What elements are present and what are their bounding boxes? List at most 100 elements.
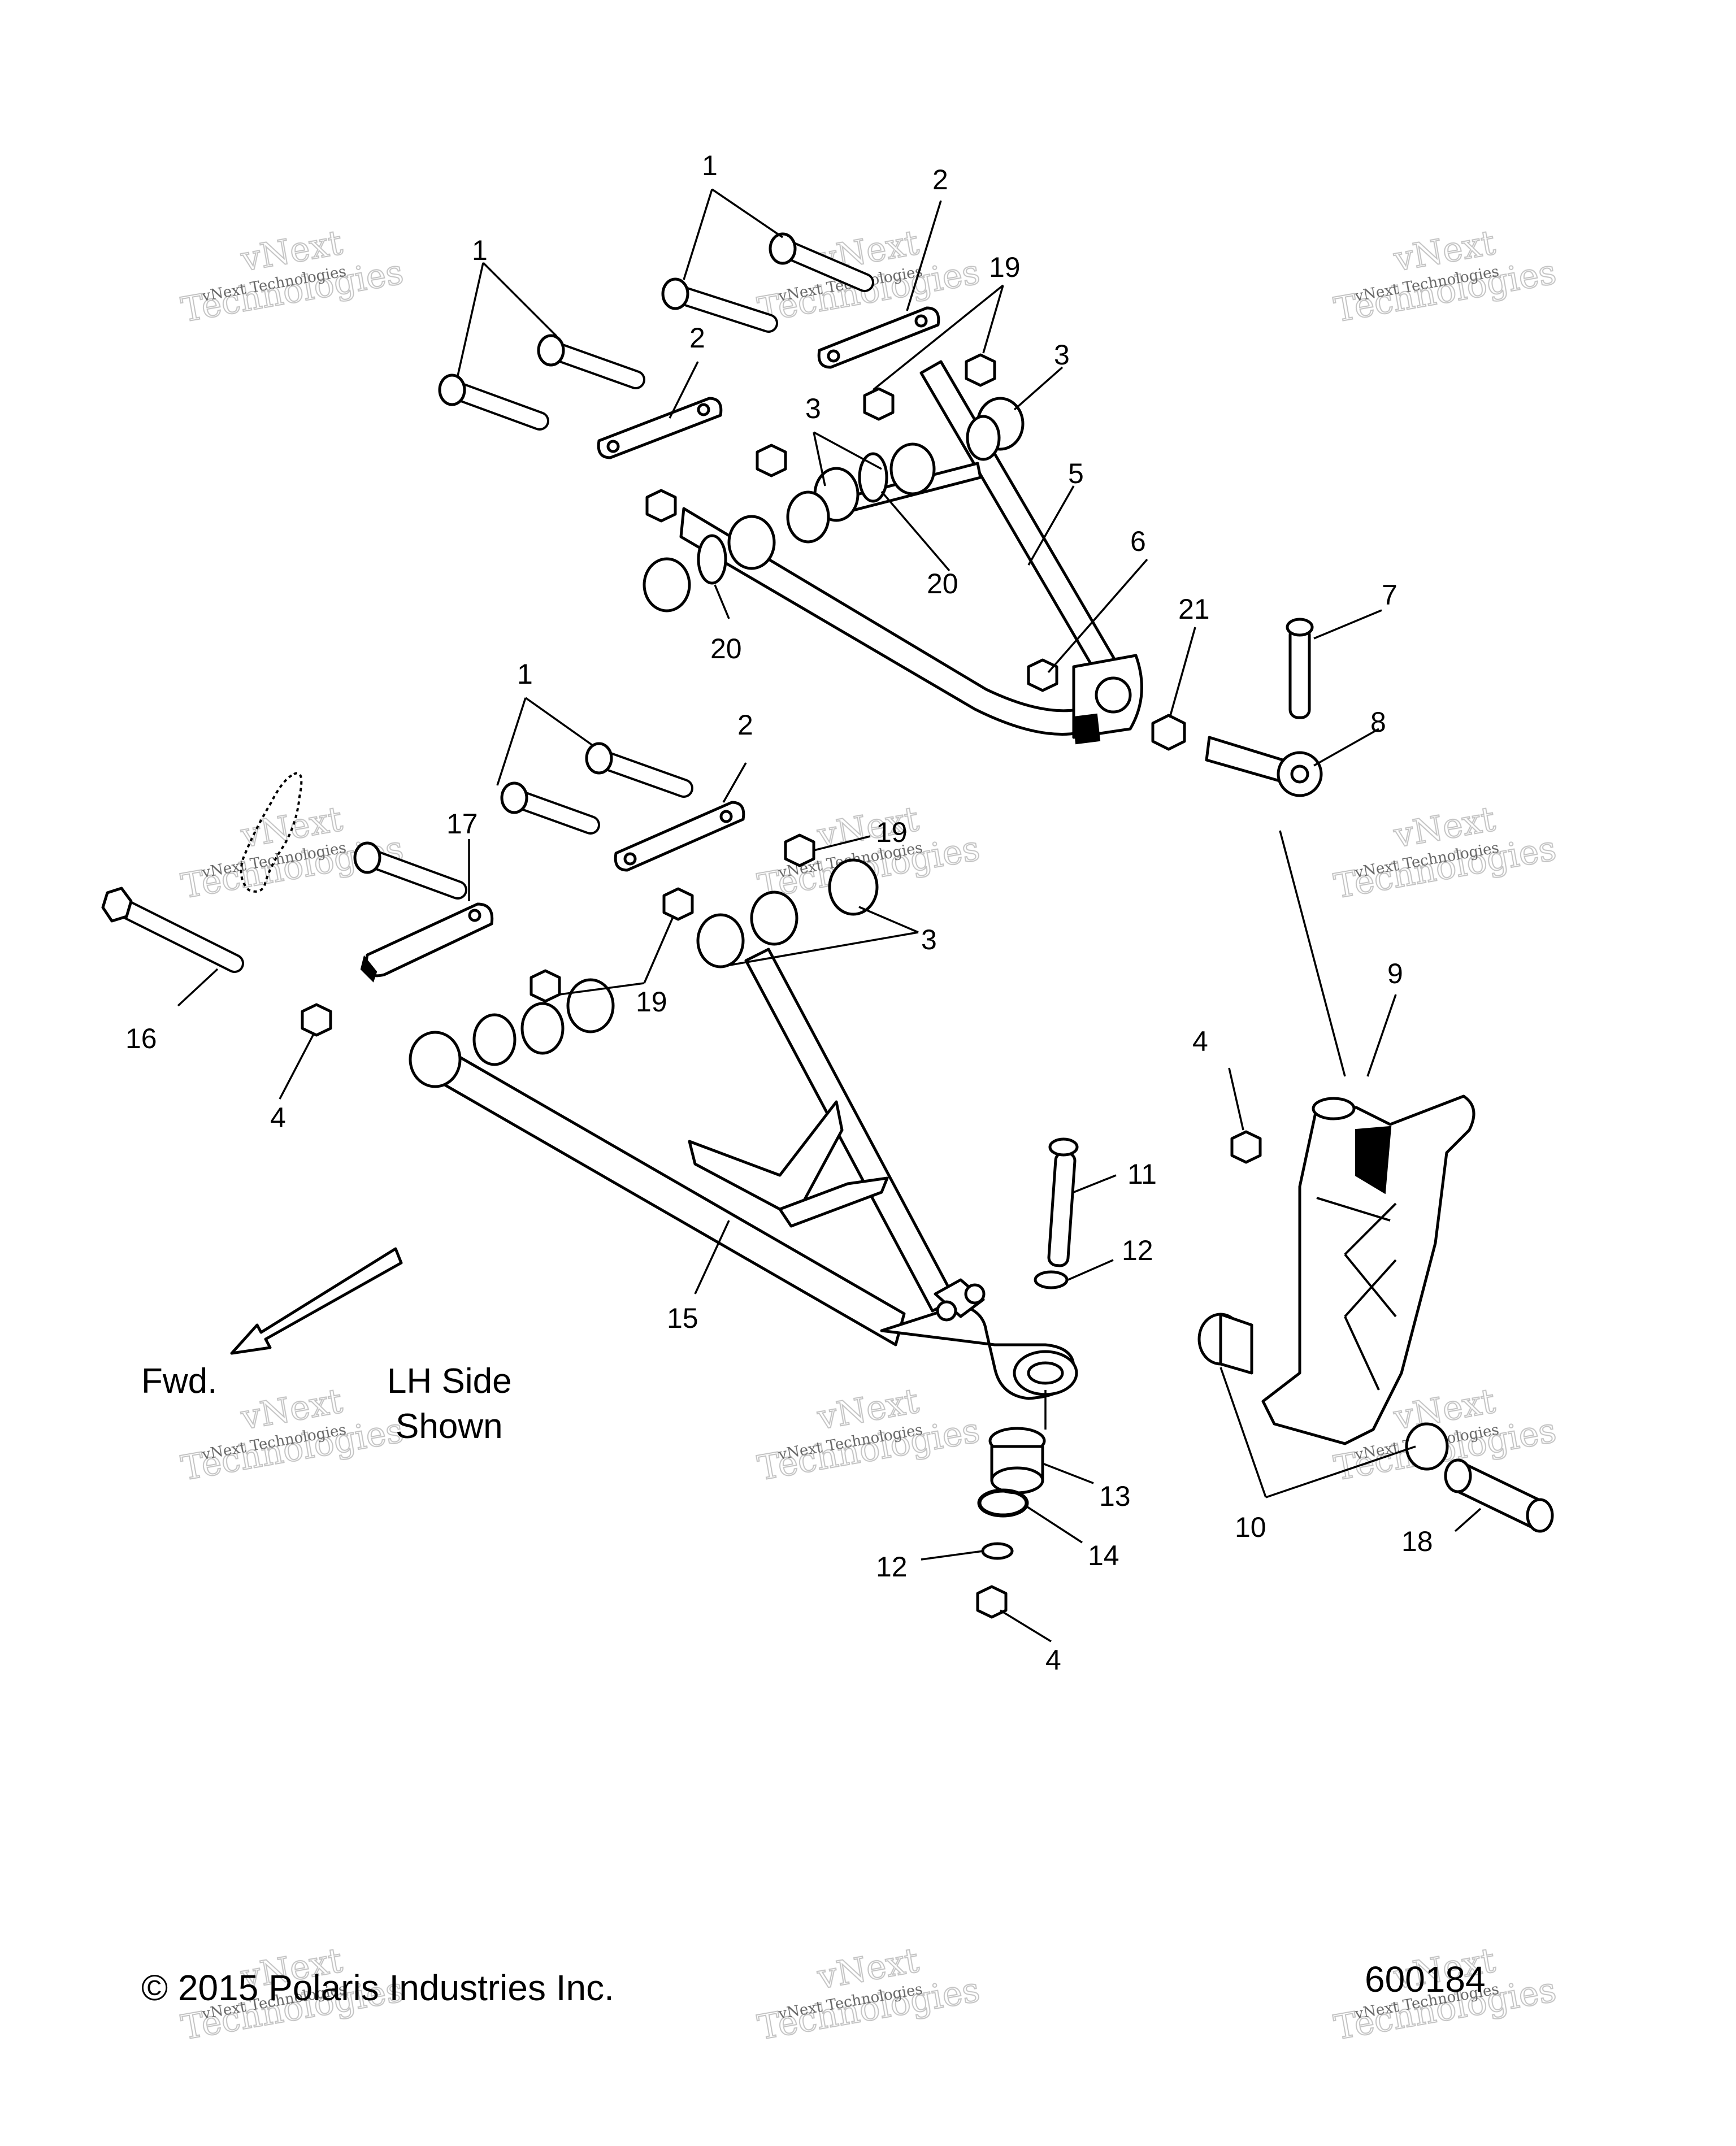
bolt-part: [500, 781, 600, 835]
callout-4: 4: [1045, 1644, 1061, 1676]
leader-line: [1067, 1259, 1114, 1281]
bushing-part: [1405, 1422, 1449, 1471]
callout-19: 19: [876, 816, 908, 848]
callout-7: 7: [1382, 579, 1398, 611]
callout-3: 3: [1054, 339, 1070, 371]
bolt-part: [1047, 1137, 1079, 1267]
bushing-part: [643, 557, 691, 612]
bushing-part: [696, 858, 879, 968]
bolt-part: [101, 887, 244, 973]
leader-line: [279, 1033, 315, 1100]
steering-knuckle-part: [1261, 1094, 1475, 1445]
link-plate-part: [614, 801, 745, 872]
nut-part: [1151, 714, 1186, 751]
callout-10: 10: [1235, 1511, 1266, 1543]
nut-part: [1027, 658, 1058, 692]
bolt-part: [438, 373, 549, 431]
leader-line: [496, 697, 594, 786]
leader-line: [1279, 830, 1346, 1077]
leader-line: [1313, 728, 1379, 767]
callout-3: 3: [805, 393, 821, 424]
callout-1: 1: [472, 234, 488, 266]
nut-part: [645, 489, 677, 523]
leader-line: [1025, 1505, 1083, 1544]
leader-line: [1027, 485, 1075, 566]
callout-15: 15: [667, 1302, 698, 1334]
leader-line: [906, 200, 942, 311]
leader-line: [1000, 1609, 1052, 1643]
leader-line: [813, 835, 871, 852]
bolt-part: [769, 232, 874, 292]
captions: Fwd. LH Side Shown: [141, 1362, 512, 1446]
callout-13: 13: [1099, 1480, 1131, 1512]
knuckle-shading: [1355, 1126, 1392, 1194]
lower-ball-joint-housing: [880, 1278, 1078, 1400]
snap-ring-part: [977, 1488, 1029, 1518]
tie-rod-end-part: [1205, 736, 1323, 797]
nut-part: [756, 444, 787, 477]
callout-20: 20: [710, 633, 742, 664]
callout-8: 8: [1370, 706, 1386, 738]
leader-line: [1042, 1462, 1094, 1484]
bolt-part: [661, 277, 778, 333]
side-shown-label: Shown: [396, 1407, 503, 1446]
callout-20: 20: [927, 568, 958, 600]
washer-part: [858, 452, 888, 503]
steering-knuckle-group: [1197, 1094, 1554, 1533]
knuckle-boss: [1312, 1097, 1356, 1120]
cam-link-part: [360, 902, 494, 983]
leader-line: [880, 490, 951, 572]
lower-a-arm-gusset: [778, 1176, 889, 1228]
link-plate-part: [817, 306, 940, 369]
leader-line: [1073, 1174, 1117, 1193]
footer: © 2015 Polaris Industries Inc. 600184: [141, 1959, 1486, 2008]
callout-18: 18: [1401, 1526, 1433, 1557]
leader-line: [1228, 1067, 1244, 1131]
bushing-part: [727, 490, 830, 570]
callout-19: 19: [636, 986, 667, 1018]
callout-4: 4: [270, 1102, 286, 1133]
nut-part: [863, 387, 895, 421]
lower-a-arm-tube: [744, 948, 957, 1313]
callout-1: 1: [517, 658, 533, 690]
bushing-part: [409, 978, 615, 1088]
leader-line: [723, 906, 919, 967]
washer-part: [697, 534, 727, 585]
callout-5: 5: [1068, 458, 1084, 489]
leader-line: [1169, 627, 1196, 718]
forward-label: Fwd.: [141, 1362, 217, 1401]
bolt-part: [585, 742, 693, 798]
bolt-part: [353, 841, 467, 900]
callout-2: 2: [689, 322, 705, 354]
leader-line: [921, 1550, 984, 1561]
callout-1: 1: [702, 150, 718, 181]
leader-line: [722, 762, 747, 803]
upper-a-arm-ball-joint: [1072, 654, 1143, 745]
nut-part: [301, 1003, 332, 1037]
bushing-part: [966, 397, 1025, 461]
leader-line: [714, 584, 730, 619]
nut-part: [976, 1585, 1008, 1619]
leader-line: [1366, 994, 1397, 1077]
leader-line: [1047, 558, 1148, 674]
leader-line: [559, 918, 674, 996]
pivot-pin-part: [1444, 1458, 1554, 1533]
bolt-part: [537, 334, 645, 389]
ball-joint-part: [988, 1427, 1046, 1495]
leader-line: [669, 361, 699, 419]
nut-part: [662, 887, 694, 921]
callout-12: 12: [1122, 1235, 1153, 1266]
nut-part: [1230, 1130, 1262, 1164]
callout-17: 17: [446, 808, 478, 840]
knuckle-web: [1316, 1197, 1397, 1391]
callout-3: 3: [921, 924, 937, 955]
callout-12: 12: [876, 1551, 908, 1583]
side-shown-label: LH Side: [387, 1362, 512, 1401]
leader-line: [813, 431, 882, 486]
nut-part: [965, 353, 996, 387]
leader-line: [1313, 609, 1382, 640]
leader-line: [694, 1220, 730, 1294]
callout-14: 14: [1088, 1540, 1119, 1571]
washer-part: [981, 1542, 1014, 1560]
